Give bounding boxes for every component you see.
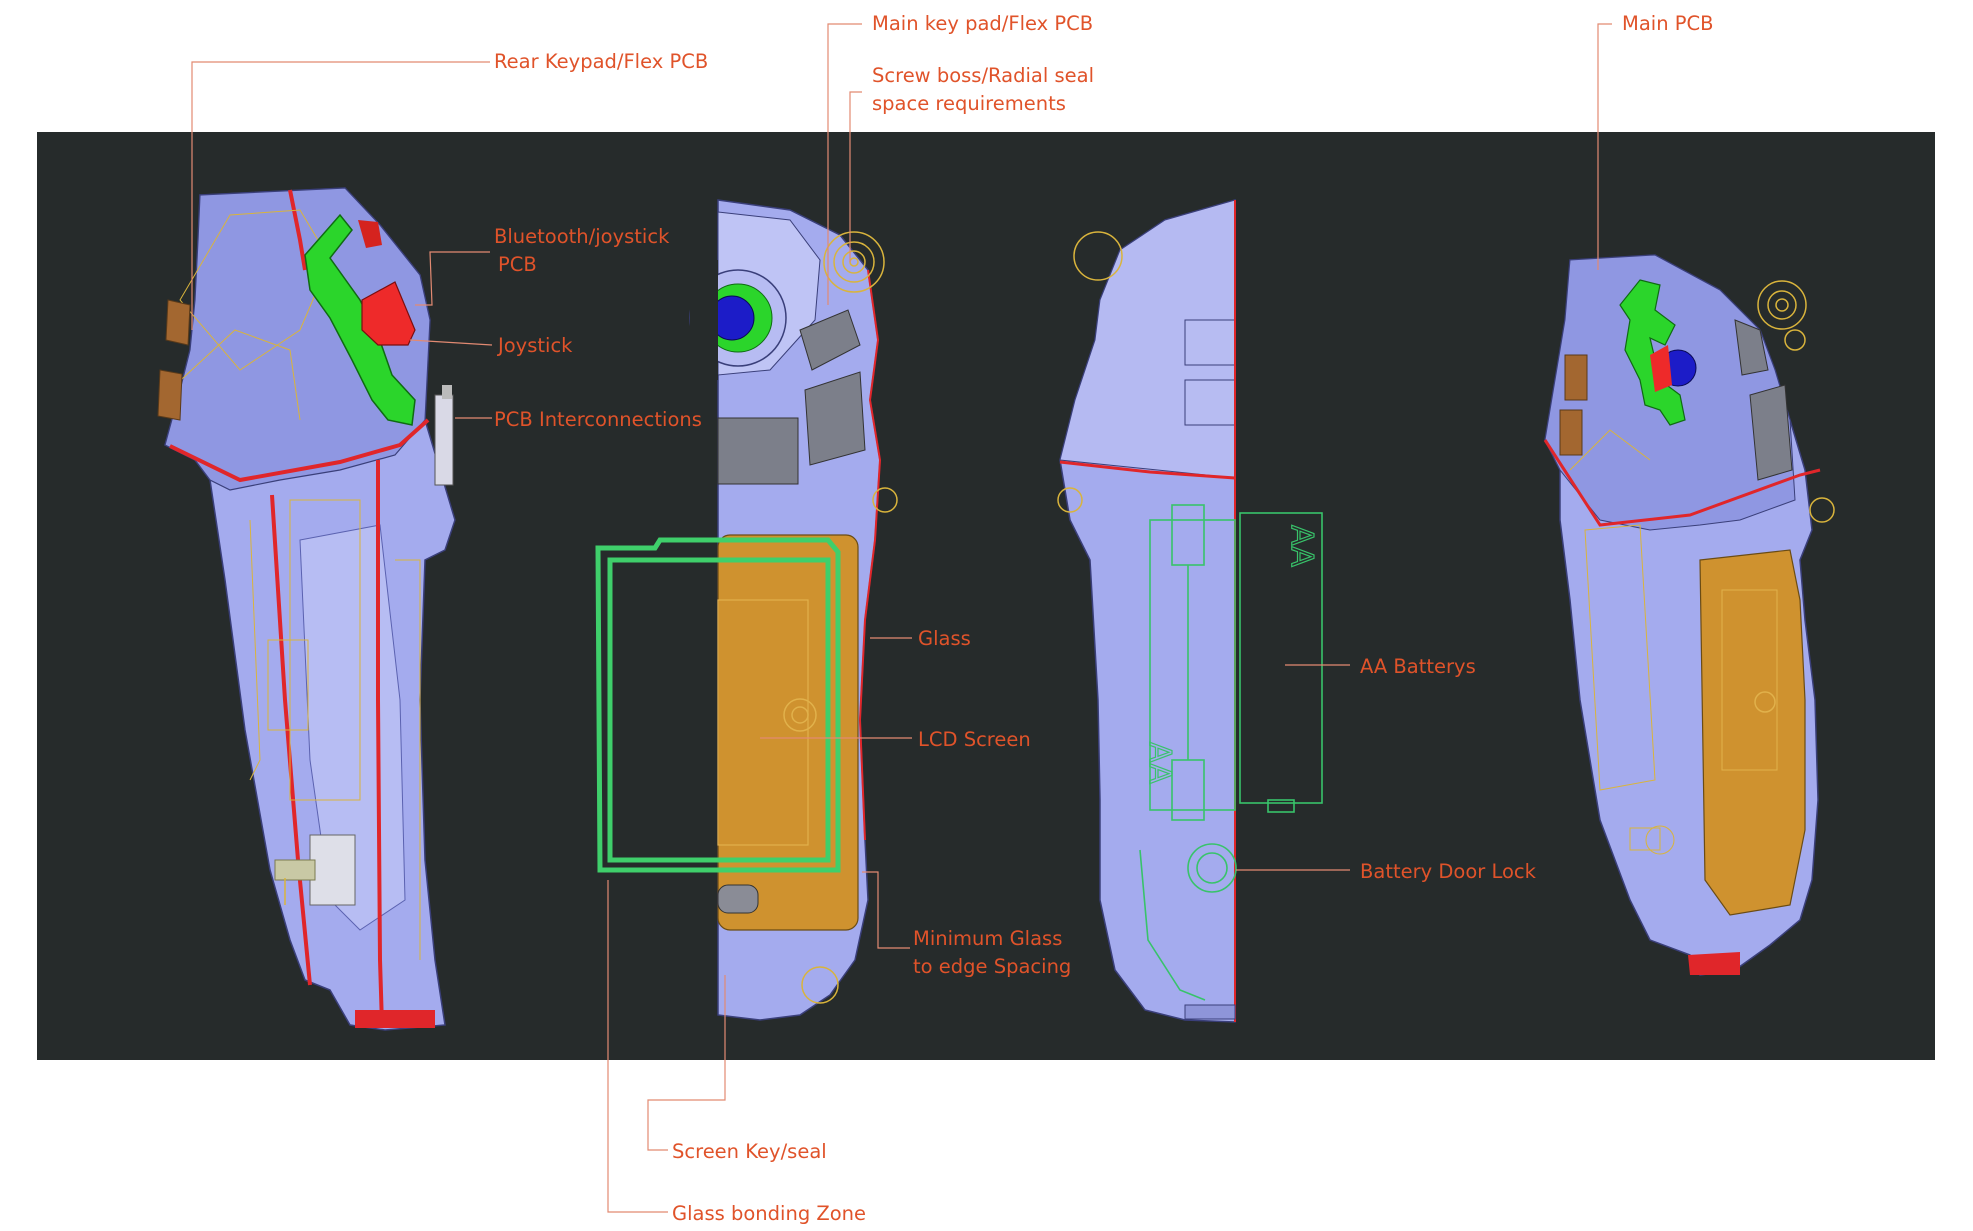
label-lcd-screen: LCD Screen: [918, 728, 1031, 751]
label-screw-boss-line1: Screw boss/Radial seal: [872, 64, 1094, 87]
label-screw-boss-line2: space requirements: [872, 92, 1066, 115]
tq-seal-line: [1543, 439, 1821, 527]
tq-lcd-active: [1721, 589, 1778, 771]
side-wireframe: [169, 209, 421, 960]
leader-screen-key-seal: [647, 975, 726, 1151]
battery-door-lock: [1187, 843, 1237, 893]
side-bottom-cap-red: [355, 1010, 435, 1028]
lcd-screw-boss: [783, 698, 817, 732]
label-pcb-interconnections: PCB Interconnections: [494, 408, 702, 431]
bluetooth-joystick-flex-pcb: [304, 213, 416, 426]
screw-boss-rings: [801, 231, 898, 1004]
label-aa-batterys: AA Batterys: [1360, 655, 1476, 678]
label-glass-bonding-zone: Glass bonding Zone: [672, 1202, 866, 1225]
tq-key-gray-2: [1734, 319, 1769, 376]
leader-rear-keypad: [191, 61, 490, 330]
leader-bluetooth-pcb: [415, 251, 490, 306]
label-rear-keypad: Rear Keypad/Flex PCB: [494, 50, 708, 73]
lcd-active-area: [717, 599, 809, 846]
tq-joystick-red: [1650, 345, 1672, 392]
leader-screw-boss: [849, 91, 862, 262]
front-bottom-button: [717, 884, 759, 914]
side-seal-line-top: [288, 189, 307, 271]
tq-keypad-brown-2: [1559, 409, 1583, 456]
front-joystick-mask: [690, 260, 718, 380]
leader-main-pcb: [1597, 23, 1612, 270]
glass-bonding-outline: [595, 537, 841, 873]
front-key-lower: [717, 417, 799, 485]
label-main-pcb: Main PCB: [1622, 12, 1714, 35]
side-rear-keypad-flex: [157, 299, 191, 421]
tq-lcd-panel: [1699, 549, 1806, 916]
tq-wireframe: [1569, 429, 1675, 855]
side-section-view: [157, 187, 456, 1031]
battery-outline-left: [1139, 504, 1236, 1001]
rear-key-a: [1184, 319, 1236, 366]
three-quarter-view: [1543, 254, 1835, 976]
leader-joystick: [409, 339, 493, 346]
side-upper-shell: [164, 187, 431, 491]
rear-screw-boss-rings: [1057, 231, 1123, 513]
label-battery-door-lock: Battery Door Lock: [1360, 860, 1537, 883]
joystick-top-red: [358, 220, 382, 248]
leader-lines: [191, 23, 1612, 1213]
glass-outline-inner: [607, 557, 831, 863]
front-half-view: [595, 199, 898, 1021]
side-screw-detail: [274, 834, 356, 906]
front-key-upper: [799, 309, 861, 371]
label-bluetooth-line2: PCB: [498, 253, 537, 276]
battery-polarity-label-top: AA: [1284, 525, 1319, 567]
label-screen-key-seal: Screen Key/seal: [672, 1140, 827, 1163]
front-seal-edge: [858, 269, 882, 841]
label-min-glass-line2: to edge Spacing: [913, 955, 1071, 978]
leader-min-glass-spacing: [862, 871, 910, 949]
tq-keypad-brown-1: [1564, 354, 1588, 401]
front-key-side: [804, 371, 866, 466]
label-min-glass-line1: Minimum Glass: [913, 927, 1062, 950]
rear-key-b: [1184, 379, 1236, 426]
side-seal-line-front: [270, 494, 312, 986]
rear-bottom-cap: [1184, 1004, 1236, 1020]
battery-polarity-label-bottom: AA: [1142, 742, 1177, 784]
leader-glass-bonding-zone: [607, 880, 668, 1213]
label-main-keypad: Main key pad/Flex PCB: [872, 12, 1093, 35]
joystick-cap: [361, 281, 416, 346]
label-bluetooth-line1: Bluetooth/joystick: [494, 225, 670, 248]
side-seal-line-horizontal: [169, 418, 430, 483]
pcb-interconnection-detail: [434, 385, 454, 486]
rear-half-view: AA AA: [1057, 199, 1323, 1023]
label-joystick: Joystick: [496, 334, 573, 357]
callout-labels: Rear Keypad/Flex PCB Main key pad/Flex P…: [494, 12, 1714, 1225]
label-glass: Glass: [918, 627, 971, 650]
tq-bottom-red: [1688, 952, 1740, 975]
tq-key-gray: [1749, 384, 1793, 481]
battery-outline-right: [1239, 512, 1323, 813]
rear-seal-line: [1059, 460, 1236, 480]
leader-main-keypad: [827, 23, 862, 305]
tq-screw-boss-rings: [1757, 280, 1835, 523]
tq-flex-pcb: [1619, 279, 1686, 426]
side-seal-line-rear: [376, 460, 384, 1026]
